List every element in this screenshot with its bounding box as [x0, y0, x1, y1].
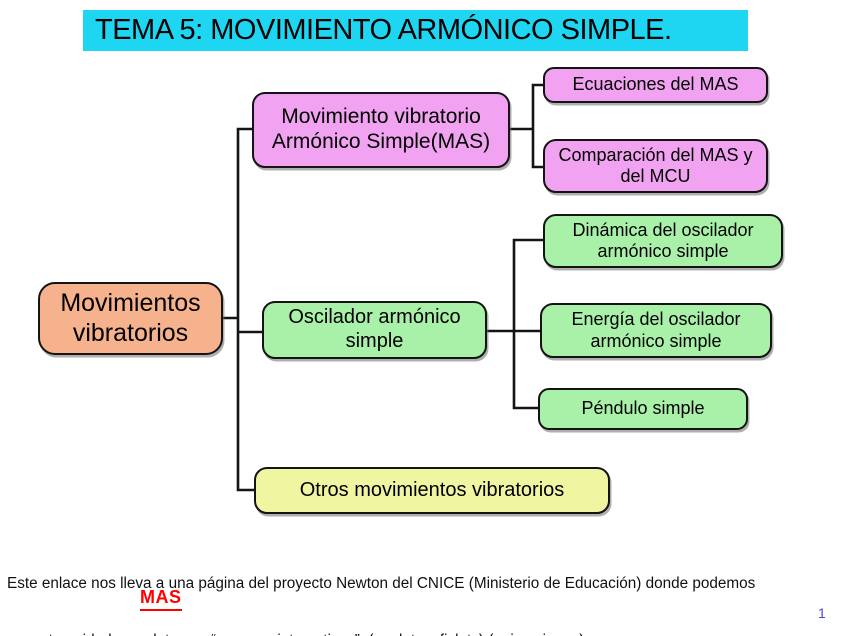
- node-pendulo-simple: Péndulo simple: [538, 388, 748, 430]
- node-movimiento-vibratorio-mas: Movimiento vibratorio Armónico Simple(MA…: [252, 92, 510, 168]
- footer-note-line1: Este enlace nos lleva a una página del p…: [7, 575, 756, 592]
- page-number: 1: [818, 605, 826, 621]
- node-label: Péndulo simple: [581, 398, 705, 419]
- node-label: Movimientos vibratorios: [60, 289, 201, 347]
- node-ecuaciones-del-mas: Ecuaciones del MAS: [543, 67, 768, 103]
- slide-title: TEMA 5: MOVIMIENTO ARMÓNICO SIMPLE.: [83, 10, 748, 51]
- node-movimientos-vibratorios: Movimientos vibratorios: [38, 282, 223, 355]
- node-label: Dinámica del oscilador armónico simple: [572, 219, 754, 261]
- node-label: Movimiento vibratorio Armónico Simple(MA…: [271, 105, 491, 153]
- footer-note-line2: ver esta unidad completa con “escenas in…: [7, 631, 755, 636]
- node-comparacion-mas-mcu: Comparación del MAS y del MCU: [543, 139, 768, 193]
- node-label: Energía del oscilador armónico simple: [571, 309, 741, 351]
- slide-title-text: TEMA 5: MOVIMIENTO ARMÓNICO SIMPLE.: [95, 14, 672, 46]
- node-oscilador-armonico-simple: Oscilador armónico simple: [262, 301, 487, 359]
- node-dinamica-oscilador: Dinámica del oscilador armónico simple: [543, 214, 783, 268]
- mas-hyperlink[interactable]: MAS: [140, 587, 182, 611]
- footer-note: Este enlace nos lleva a una página del p…: [7, 536, 755, 636]
- node-label: Comparación del MAS y del MCU: [558, 144, 753, 186]
- node-otros-movimientos-vibratorios: Otros movimientos vibratorios: [254, 467, 610, 514]
- node-energia-oscilador: Energía del oscilador armónico simple: [540, 303, 772, 358]
- node-label: Oscilador armónico simple: [288, 306, 461, 352]
- node-label: Otros movimientos vibratorios: [299, 478, 565, 501]
- node-label: Ecuaciones del MAS: [572, 74, 739, 95]
